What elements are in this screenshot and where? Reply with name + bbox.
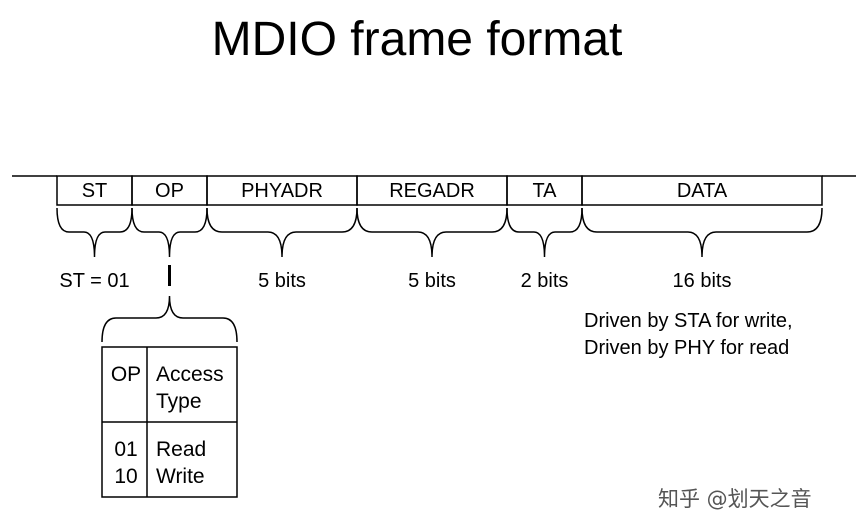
op-table-header-access: Access	[156, 363, 224, 386]
brace-op-table	[101, 295, 238, 343]
bits-label-data: 16 bits	[673, 270, 732, 292]
brace-data	[581, 207, 823, 258]
watermark-text: 知乎 @划天之音	[658, 487, 812, 511]
data-note-line-2: Driven by PHY for read	[584, 337, 789, 359]
frame-fields: ST OP PHYADR REGADR TA DATA	[56, 175, 823, 206]
op-table-header-type: Type	[156, 390, 202, 413]
brace-regadr	[356, 207, 508, 258]
field-box-data	[581, 175, 823, 206]
diagram-title: MDIO frame format	[212, 13, 623, 66]
op-table: OP Access Type 01 10 Read Write	[101, 346, 238, 498]
op-access-write: Write	[156, 465, 205, 488]
field-label-phyadr: PHYADR	[241, 180, 323, 202]
data-note-line-1: Driven by STA for write,	[584, 310, 793, 332]
field-braces	[56, 207, 823, 258]
brace-phyadr	[206, 207, 358, 258]
brace-ta	[506, 207, 583, 258]
brace-st	[56, 207, 133, 258]
field-label-regadr: REGADR	[389, 180, 475, 202]
op-code-01: 01	[114, 438, 137, 461]
field-label-op: OP	[155, 180, 184, 202]
op-code-10: 10	[114, 465, 137, 488]
bits-label-regadr: 5 bits	[408, 270, 456, 292]
op-connector-mark	[168, 265, 171, 286]
bits-label-phyadr: 5 bits	[258, 270, 306, 292]
field-label-data: DATA	[677, 180, 728, 202]
brace-op	[131, 207, 208, 258]
op-table-header-op: OP	[111, 363, 141, 386]
bits-label-st: ST = 01	[59, 270, 129, 292]
data-drive-note: Driven by STA for write, Driven by PHY f…	[584, 310, 793, 359]
field-label-ta: TA	[532, 180, 557, 202]
op-access-read: Read	[156, 438, 206, 461]
bits-label-ta: 2 bits	[521, 270, 569, 292]
field-label-st: ST	[82, 180, 108, 202]
bit-width-labels: ST = 01 5 bits 5 bits 2 bits 16 bits	[59, 270, 731, 292]
